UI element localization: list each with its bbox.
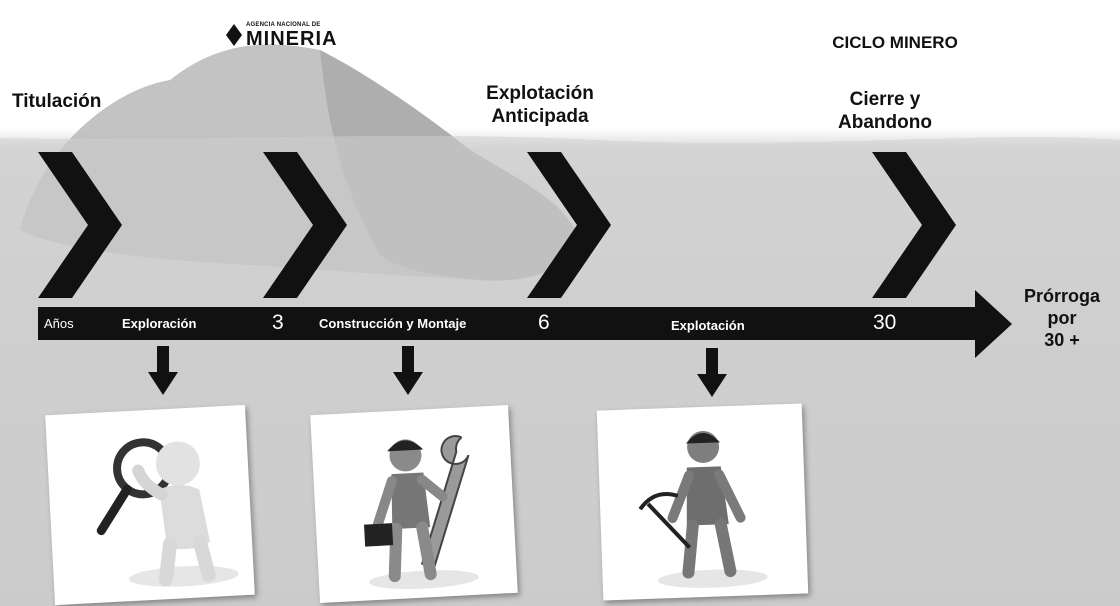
diagram-title: CICLO MINERO [832,33,958,52]
phase-label-line: Explotación [486,83,594,104]
stage-explotacion: Explotación [671,318,745,333]
chevron-icon [38,152,122,298]
phase-label-cierre: Cierre y Abandono [795,88,975,134]
exploration-card [45,404,255,606]
miner-with-pickaxe-icon [638,430,768,588]
phase-label-line: Anticipada [491,106,589,127]
down-arrow-icon [148,346,178,395]
exploitation-card [596,403,809,601]
stage-exploracion: Exploración [122,316,197,331]
stage-construccion: Construcción y Montaje [319,316,467,331]
phase-label-explotacion-anticipada: Explotación Anticipada [445,82,635,128]
phase-label-titulacion: Titulación [12,91,102,112]
years-label: Años [44,316,74,331]
chevron-icon [263,152,347,298]
year-marker-6: 6 [538,311,550,334]
prorroga-line: Prórroga [1023,286,1101,306]
phase-label-line: Abandono [838,112,932,133]
chevron-icon [872,152,956,298]
year-marker-30: 30 [873,311,897,334]
phase-label-line: Cierre y [849,89,921,110]
prorroga-label: Prórroga por 30 + [1006,285,1118,351]
chevron-icon [527,152,611,298]
logo-small-text: AGENCIA NACIONAL DE [246,22,321,28]
down-arrow-icon [393,346,423,395]
year-marker-3: 3 [272,311,284,334]
prorroga-line: 30 + [1044,330,1080,350]
figure-with-magnifier-icon [96,438,239,587]
construction-card [310,404,518,604]
figure-with-wrench-and-briefcase-icon [364,435,479,590]
down-arrow-icon [697,348,727,397]
logo-diamond-icon [226,24,242,46]
prorroga-line: por [1047,308,1077,328]
logo-big-text: MINERIA [246,28,338,50]
